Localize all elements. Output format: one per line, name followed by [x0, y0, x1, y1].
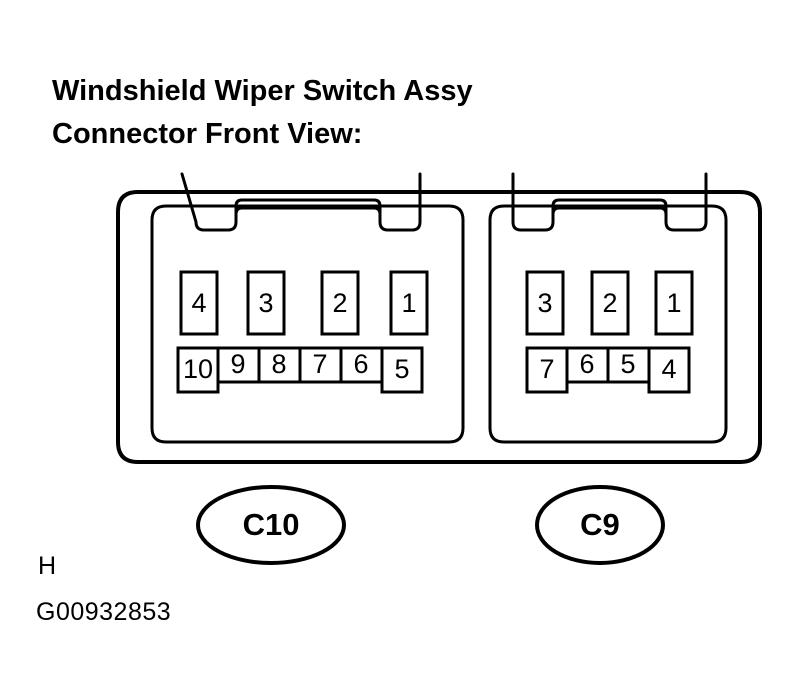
c9-pin-1-label: 1: [666, 288, 681, 318]
c9-pin-2[interactable]: 2: [590, 270, 630, 336]
c10-latch-tab: [180, 172, 422, 232]
c10-callout-label: C10: [243, 507, 300, 542]
c10-pin-1[interactable]: 1: [389, 270, 429, 336]
c9-pin-5[interactable]: 5: [606, 346, 651, 384]
c10-pin-row-bottom: 10 9 8 7 6: [176, 346, 424, 394]
c10-pin-3-label: 3: [258, 288, 273, 318]
c10-pin-10-label: 10: [183, 354, 213, 384]
c10-pin-4[interactable]: 4: [179, 270, 219, 336]
c9-pin-6[interactable]: 6: [565, 346, 610, 384]
connector-figure: 4 3 2 1: [0, 160, 799, 580]
c10-pin-10[interactable]: 10: [176, 346, 220, 394]
c9-pin-1[interactable]: 1: [654, 270, 694, 336]
callout-c10[interactable]: C10: [196, 485, 346, 565]
c10-pin-1-label: 1: [401, 288, 416, 318]
c10-pin-9-label: 9: [230, 349, 245, 379]
c9-pin-3[interactable]: 3: [525, 270, 565, 336]
c9-pin-5-label: 5: [620, 349, 635, 379]
c10-pin-7[interactable]: 7: [298, 346, 343, 384]
c9-callout-label: C9: [580, 507, 620, 542]
c10-pin-2[interactable]: 2: [320, 270, 360, 336]
page-title: Windshield Wiper Switch Assy Connector F…: [52, 70, 752, 156]
c9-callout-ellipse: [535, 485, 665, 565]
c9-latch-inner-bar: [551, 206, 668, 216]
figure-code: G00932853: [36, 598, 172, 626]
title-line-2: Connector Front View:: [52, 118, 363, 150]
c10-inner-panel: [150, 204, 465, 444]
c9-pin-4[interactable]: 4: [647, 346, 691, 394]
connector-outer-housing: [116, 190, 762, 464]
footer-letter: H: [38, 552, 57, 580]
connector-c9[interactable]: 3 2 1 7: [488, 172, 728, 444]
c9-pin-7[interactable]: 7: [525, 346, 569, 394]
c9-pin-6-label: 6: [579, 349, 594, 379]
c10-pin-7-label: 7: [312, 349, 327, 379]
c9-pin-2-label: 2: [602, 288, 617, 318]
c9-pin-row-top: 3 2 1: [525, 270, 694, 336]
callout-c9[interactable]: C9: [535, 485, 665, 565]
c10-pin-4-label: 4: [191, 288, 206, 318]
title-line-1: Windshield Wiper Switch Assy: [52, 75, 473, 107]
c10-pin-6[interactable]: 6: [339, 346, 384, 384]
c9-pin-row-bottom: 7 6 5 4: [525, 346, 691, 394]
c10-pin-5-label: 5: [394, 354, 409, 384]
c10-pin-8[interactable]: 8: [257, 346, 302, 384]
c10-pin-8-label: 8: [271, 349, 286, 379]
c10-pin-3[interactable]: 3: [246, 270, 286, 336]
c10-pin-9[interactable]: 9: [216, 346, 261, 384]
c9-inner-panel: [488, 204, 728, 444]
c10-pin-row-top: 4 3 2 1: [179, 270, 429, 336]
c10-pin-6-label: 6: [353, 349, 368, 379]
c9-pin-7-label: 7: [539, 354, 554, 384]
connector-c10[interactable]: 4 3 2 1: [150, 172, 465, 444]
c10-pin-5[interactable]: 5: [380, 346, 424, 394]
c9-pin-4-label: 4: [661, 354, 676, 384]
c9-latch-tab: [511, 172, 708, 232]
c10-latch-inner-bar: [234, 206, 382, 216]
c9-pin-3-label: 3: [537, 288, 552, 318]
c10-pin-2-label: 2: [332, 288, 347, 318]
c10-callout-ellipse: [196, 485, 346, 565]
